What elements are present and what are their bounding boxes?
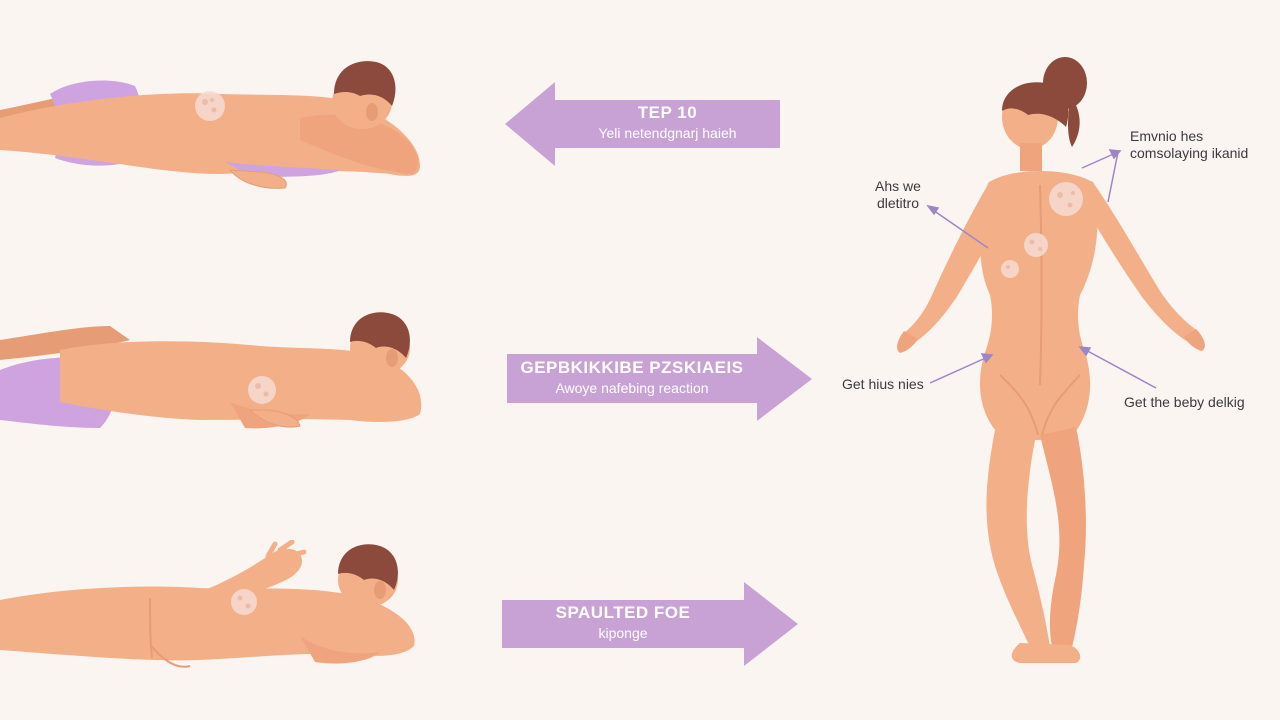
callout-line: Get the beby delkig bbox=[1124, 394, 1245, 410]
arrow-step-1: TEP 10 Yeli netendgnarj haieh bbox=[505, 82, 780, 166]
callout-top-right: Emvnio hes comsolaying ikanid bbox=[1130, 128, 1248, 162]
callout-left-lower: Get hius nies bbox=[842, 376, 924, 393]
arrow-step-3: SPAULTED FOE kiponge bbox=[502, 582, 798, 666]
rash-marker bbox=[231, 589, 257, 615]
rash-marker bbox=[1024, 233, 1048, 257]
rash-marker bbox=[1049, 182, 1083, 216]
callout-line: Ahs we bbox=[875, 178, 921, 194]
callout-right-lower: Get the beby delkig bbox=[1124, 394, 1245, 411]
person-lying-top bbox=[0, 61, 420, 189]
person-lying-bottom bbox=[0, 540, 415, 668]
rash-marker bbox=[1001, 260, 1019, 278]
callout-left-upper: Ahs we dletitro bbox=[860, 178, 936, 212]
person-lying-middle bbox=[0, 312, 422, 429]
arrow-subtitle: Yeli netendgnarj haieh bbox=[598, 124, 737, 141]
arrow-title: GEPBKIKKIBE PZSKIAEIS bbox=[520, 358, 744, 377]
arrow-subtitle: Awoye nafebing reaction bbox=[555, 379, 709, 396]
arrow-title: SPAULTED FOE bbox=[555, 603, 691, 622]
standing-woman bbox=[897, 57, 1205, 663]
arrow-subtitle: kiponge bbox=[598, 624, 648, 641]
callout-line: comsolaying ikanid bbox=[1130, 144, 1249, 161]
callout-line: Emvnio hes bbox=[1130, 128, 1204, 144]
arrow-step-2: GEPBKIKKIBE PZSKIAEIS Awoye nafebing rea… bbox=[507, 337, 812, 421]
arrow-title: TEP 10 bbox=[637, 103, 698, 122]
callout-line: dletitro bbox=[876, 194, 920, 211]
callout-line: Get hius nies bbox=[842, 376, 924, 392]
rash-marker bbox=[195, 91, 225, 121]
rash-marker bbox=[248, 376, 276, 404]
